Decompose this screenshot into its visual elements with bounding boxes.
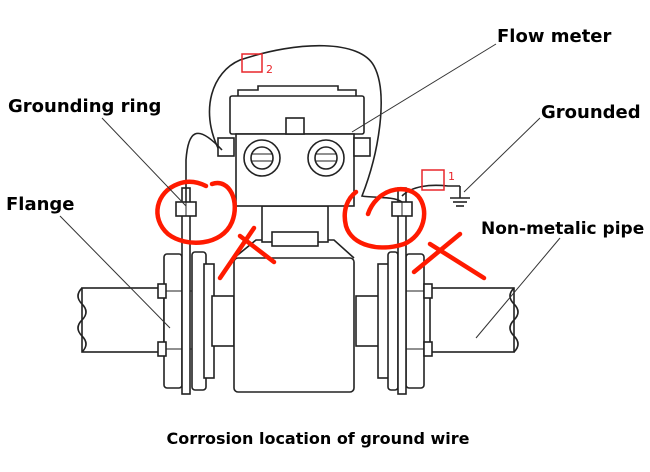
pointer-grounded bbox=[463, 117, 541, 193]
flow-meter-body bbox=[233, 205, 355, 393]
right-pipe bbox=[429, 287, 519, 353]
cable-gland-left bbox=[243, 139, 281, 177]
label-grounded: Grounded bbox=[541, 102, 641, 123]
corrosion-circle-right bbox=[342, 186, 427, 250]
diagram-caption: Corrosion location of ground wire bbox=[167, 429, 470, 448]
label-flange: Flange bbox=[6, 194, 75, 215]
cable-gland-right bbox=[307, 139, 345, 177]
label-non-metalic-pipe: Non-metalic pipe bbox=[481, 219, 644, 239]
pointer-flow-meter bbox=[351, 43, 497, 133]
marker-1-label: 1 bbox=[448, 170, 455, 183]
ground-wire-top bbox=[208, 44, 403, 203]
corrosion-cross-right bbox=[411, 231, 487, 281]
right-flange bbox=[355, 251, 433, 391]
ground-symbol bbox=[450, 186, 470, 207]
pointer-non-metalic-pipe bbox=[475, 237, 561, 339]
label-flow-meter: Flow meter bbox=[497, 26, 612, 47]
marker-2-label: 2 bbox=[266, 63, 273, 76]
corrosion-cross-left bbox=[217, 225, 277, 281]
pointer-flange bbox=[59, 215, 171, 329]
left-pipe bbox=[77, 287, 165, 353]
corrosion-circle-left bbox=[155, 179, 238, 245]
marker-box-1: 1 bbox=[421, 169, 455, 191]
flow-meter-head bbox=[217, 85, 371, 207]
left-flange bbox=[157, 251, 235, 391]
marker-box-2: 2 bbox=[241, 53, 273, 76]
ground-wire-left bbox=[185, 132, 223, 202]
ground-wire-right bbox=[401, 184, 460, 197]
label-grounding-ring: Grounding ring bbox=[8, 96, 161, 117]
pointer-grounding-ring bbox=[101, 117, 187, 207]
right-grounding-ring bbox=[391, 187, 413, 395]
